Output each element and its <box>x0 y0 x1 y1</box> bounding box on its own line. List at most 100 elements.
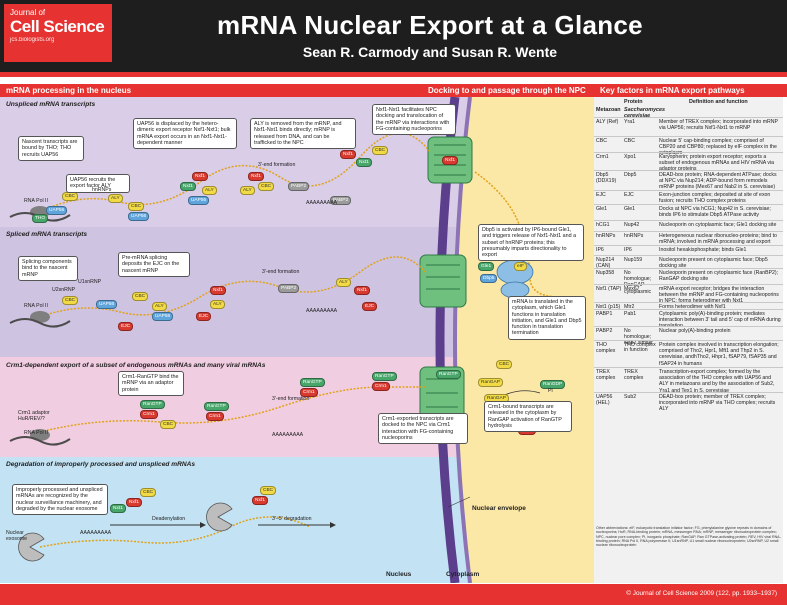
protein-aly: ALY <box>210 300 225 309</box>
callout-nxf1-npc: Nxf1-Nxt1 facilitates NPC docking and tr… <box>372 104 456 136</box>
section-header-processing: mRNA processing in the nucleus <box>0 84 422 97</box>
logo-big-text: Cell Science <box>10 17 105 36</box>
protein-rangap: RanGAP <box>478 378 503 387</box>
label-u1snrnp: U1snRNP <box>78 279 102 285</box>
callout-uap56-aly: UAP56 recruits the export factor ALY <box>66 174 130 193</box>
exosome-icon-2 <box>206 502 233 532</box>
protein-definition: Inositol hexakisphosphate; binds Gle1 <box>659 247 747 253</box>
npc-middle <box>419 254 467 308</box>
protein-yeast: No homologue; Nab2 similar in function <box>624 328 653 353</box>
protein-nxf1: Nxf1 <box>248 172 264 181</box>
label-u2snrnp: U2snRNP <box>52 287 76 293</box>
label-rna-pol-1: RNA Pol II <box>24 198 48 204</box>
protein-pabp2: PABP2 <box>330 196 352 205</box>
protein-definition: mRNA export receptor; bridges the intera… <box>659 286 779 305</box>
label-crm1-adaptor: Crm1 adaptor HuR/REV/? <box>18 410 50 422</box>
protein-crm1: Crm1 <box>140 410 158 419</box>
protein-yeast: hnRNPs <box>624 233 644 239</box>
protein-nxf1: Nxf1 <box>210 286 226 295</box>
protein-cbc: CBC <box>496 360 513 369</box>
protein-nxf1: Nxf1 <box>126 498 142 507</box>
protein-tho: THO <box>32 214 49 223</box>
lane-title-unspliced: Unspliced mRNA transcripts <box>6 101 96 108</box>
protein-cbc: CBC <box>160 420 177 429</box>
protein-metazoan: PABP1 <box>596 311 613 317</box>
protein-cbc: CBC <box>62 296 79 305</box>
protein-definition: Nuclear 5' cap-binding complex; comprise… <box>659 138 777 157</box>
protein-yeast: Mex67 <box>624 286 640 292</box>
protein-yeast: Dbp5 <box>624 172 637 178</box>
label-polya-3: AAAAAAAAA <box>272 432 304 438</box>
protein-metazoan: Nup358 <box>596 270 615 276</box>
protein-metazoan: hCG1 <box>596 222 610 228</box>
protein-uap56: UAP56 <box>152 312 174 321</box>
abbreviations: Other abbreviations: eIF, eukaryotic tra… <box>596 526 781 548</box>
lane-title-degradation: Degradation of improperly processed and … <box>6 461 196 468</box>
protein-cbc: CBC <box>372 146 389 155</box>
protein-cbc: CBC <box>128 202 145 211</box>
protein-metazoan: hnRNPs <box>596 233 616 239</box>
protein-cbc: CBC <box>132 292 149 301</box>
label-polya-1: AAAAAAAAA <box>306 200 338 206</box>
section-header-docking: Docking to and passage through the NPC <box>422 84 594 97</box>
protein-metazoan: ALY (Ref) <box>596 119 619 125</box>
label-rna-pol-3: RNA Pol II <box>24 430 48 436</box>
protein-nxf1: Nxf1 <box>192 172 208 181</box>
protein-uap56: UAP56 <box>128 212 150 221</box>
label-nuclear-exosome: Nuclear exosome <box>6 530 28 542</box>
protein-ejc: EJC <box>196 312 212 321</box>
protein-pabp2: PABP2 <box>288 182 310 191</box>
callout-translated: mRNA is translated in the cytoplasm, whi… <box>508 296 586 340</box>
protein-aly: ALY <box>336 278 351 287</box>
protein-eif: eIF <box>514 262 527 271</box>
callout-crm1-adaptor: Crm1-RanGTP bind the mRNP via an adaptor… <box>118 371 184 396</box>
page-title: mRNA Nuclear Export at a Glance <box>217 10 643 40</box>
mrna-strand-degradation <box>39 516 311 548</box>
protein-metazoan: UAP56 (HEL) <box>596 394 613 407</box>
protein-uap56: UAP56 <box>46 206 68 215</box>
header: Journal of Cell Science jcs.biologists.o… <box>0 0 787 72</box>
table-row: PABP2 No homologue; Nab2 similar in funct… <box>594 326 783 353</box>
protein-uap56: UAP56 <box>96 300 118 309</box>
cytoplasm-region <box>455 97 594 583</box>
protein-definition: Exon-junction complex; deposited at site… <box>659 192 771 205</box>
arrow-degradation-head <box>330 522 336 528</box>
label-3end-2: 3'-end formation <box>262 269 300 275</box>
protein-metazoan: Nxt1 (p15) <box>596 304 621 310</box>
footer: © Journal of Cell Science 2009 (122, pp.… <box>0 584 787 605</box>
label-polya-4: AAAAAAAAA <box>80 530 112 536</box>
protein-yeast: Nup159 <box>624 257 643 263</box>
rna-pol-mid <box>9 311 71 328</box>
protein-yeast: Sub2 <box>624 394 637 400</box>
protein-metazoan: PABP2 <box>596 328 613 334</box>
logo-small-text: Journal of <box>10 8 46 17</box>
callout-crm1-released: Crm1-bound transcripts are released in t… <box>484 401 572 433</box>
callout-dbp5: Dbp5 is activated by IP6-bound Gle1, and… <box>478 224 584 262</box>
key-factors-table-header: Protein Metazoan Saccharomyces cerevisia… <box>594 98 783 119</box>
label-rna-pol-2: RNA Pol II <box>24 303 48 309</box>
label-pi: Pi <box>548 388 553 394</box>
protein-definition: Forms heterodimer with Nxf1 <box>659 304 726 310</box>
journal-logo: Journal of Cell Science jcs.biologists.o… <box>4 4 112 62</box>
protein-definition: Nucleoporin present on cytoplasmic face;… <box>659 257 768 270</box>
protein-nxf1: Nxf1 <box>442 156 458 165</box>
col-yeast: Saccharomyces cerevisiae <box>624 107 666 119</box>
protein-metazoan: THO complex <box>596 342 616 355</box>
protein-nxt1: Nxt1 <box>180 182 196 191</box>
col-metazoan: Metazoan <box>596 107 621 113</box>
callout-uap56-displaced: UAP56 is displaced by the hetero-dimeric… <box>133 118 237 150</box>
section-header-key-factors: Key factors in mRNA export pathways <box>594 84 787 97</box>
mrna-strand-cytoplasm <box>474 171 561 298</box>
protein-definition: Protein complex involved in transcriptio… <box>659 342 779 367</box>
protein-yeast: No homologue; RanGAP cytoplasmic <box>624 270 652 295</box>
label-cytoplasm: Cytoplasm <box>446 571 480 578</box>
protein-yeast: TREX complex <box>624 369 644 382</box>
copyright: © Journal of Cell Science 2009 (122, pp.… <box>626 590 777 597</box>
